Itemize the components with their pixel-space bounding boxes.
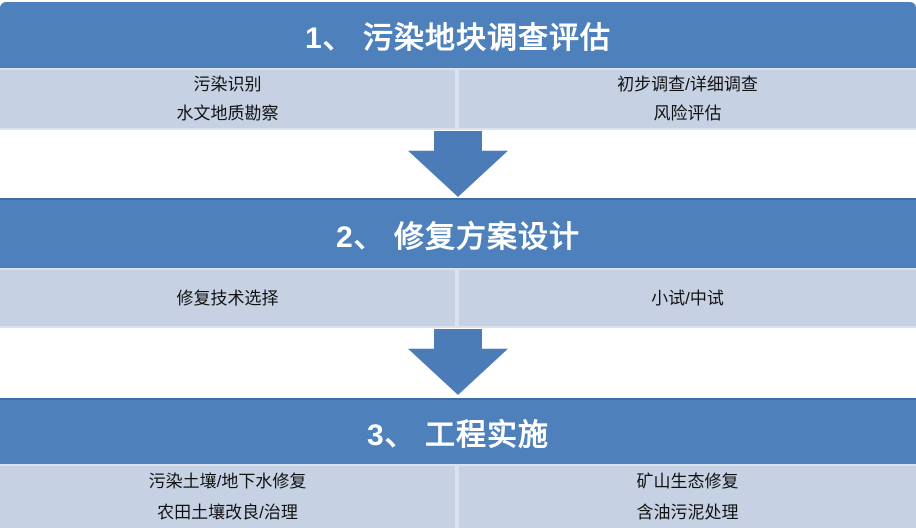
stage-3-items-band: 污染土壤/地下水修复 农田土壤改良/治理 矿山生态修复 含油污泥处理 xyxy=(0,464,916,528)
stage-1-title: 1、 污染地块调查评估 xyxy=(304,22,612,55)
column-divider xyxy=(455,270,459,326)
column-divider xyxy=(455,70,459,128)
item-remediation-tech-selection: 修复技术选择 xyxy=(176,288,279,308)
item-pollution-identification: 污染识别 xyxy=(193,75,262,94)
item-risk-assessment: 风险评估 xyxy=(653,104,722,123)
stage-3-left-column: 污染土壤/地下水修复 农田土壤改良/治理 xyxy=(0,466,455,528)
stage-3-header: 3、 工程实施 xyxy=(0,398,916,464)
stage-3-right-column: 矿山生态修复 含油污泥处理 xyxy=(459,466,916,528)
item-mine-ecological-restoration: 矿山生态修复 xyxy=(636,472,739,491)
item-oily-sludge-treatment: 含油污泥处理 xyxy=(636,503,739,522)
down-arrow-icon xyxy=(408,329,508,395)
arrow-zone-1 xyxy=(0,130,916,198)
stage-2-right-column: 小试/中试 xyxy=(459,270,916,326)
stage-1-items-band: 污染识别 水文地质勘察 初步调查/详细调查 风险评估 xyxy=(0,68,916,130)
stage-2-header: 2、 修复方案设计 xyxy=(0,198,916,268)
down-arrow-icon xyxy=(408,131,508,197)
stage-1-left-column: 污染识别 水文地质勘察 xyxy=(0,70,455,128)
item-soil-groundwater-remediation: 污染土壤/地下水修复 xyxy=(148,472,307,491)
item-preliminary-detailed-investigation: 初步调查/详细调查 xyxy=(617,75,758,94)
item-farmland-soil-improvement: 农田土壤改良/治理 xyxy=(157,503,298,522)
item-bench-pilot-test: 小试/中试 xyxy=(651,288,724,308)
stage-1-header: 1、 污染地块调查评估 xyxy=(0,2,916,68)
stage-1-right-column: 初步调查/详细调查 风险评估 xyxy=(459,70,916,128)
stage-2-items-band: 修复技术选择 小试/中试 xyxy=(0,268,916,328)
stage-2-title: 2、 修复方案设计 xyxy=(335,221,581,254)
arrow-zone-2 xyxy=(0,328,916,398)
stage-2-left-column: 修复技术选择 xyxy=(0,270,455,326)
column-divider xyxy=(455,466,459,528)
item-hydrogeological-survey: 水文地质勘察 xyxy=(176,104,279,123)
stage-3-title: 3、 工程实施 xyxy=(366,419,550,452)
